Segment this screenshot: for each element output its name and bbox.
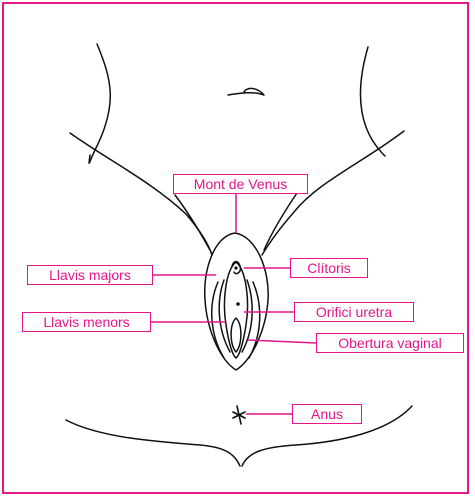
label-llavis-menors: Llavis menors	[22, 312, 151, 332]
label-mont-de-venus: Mont de Venus	[173, 174, 308, 194]
urethra-dot	[236, 302, 240, 306]
label-llavis-majors: Llavis majors	[27, 265, 153, 285]
vaginal-opening	[231, 318, 241, 352]
labia-minora	[224, 262, 247, 358]
label-orifici-uretra: Orifici uretra	[294, 302, 414, 322]
label-anus: Anus	[292, 404, 362, 424]
left-thigh-contour	[70, 133, 212, 255]
label-obertura-vaginal: Obertura vaginal	[316, 333, 464, 353]
left-fold-outer	[212, 282, 224, 358]
right-inner-thigh	[264, 190, 299, 250]
left-waist-contour	[89, 44, 110, 163]
navel	[228, 88, 264, 95]
right-waist-contour	[360, 47, 385, 156]
anus-mark	[233, 406, 245, 424]
left-buttock-contour	[66, 420, 240, 466]
clitoris-dot	[234, 266, 237, 269]
label-clitoris: Clítoris	[290, 258, 368, 278]
